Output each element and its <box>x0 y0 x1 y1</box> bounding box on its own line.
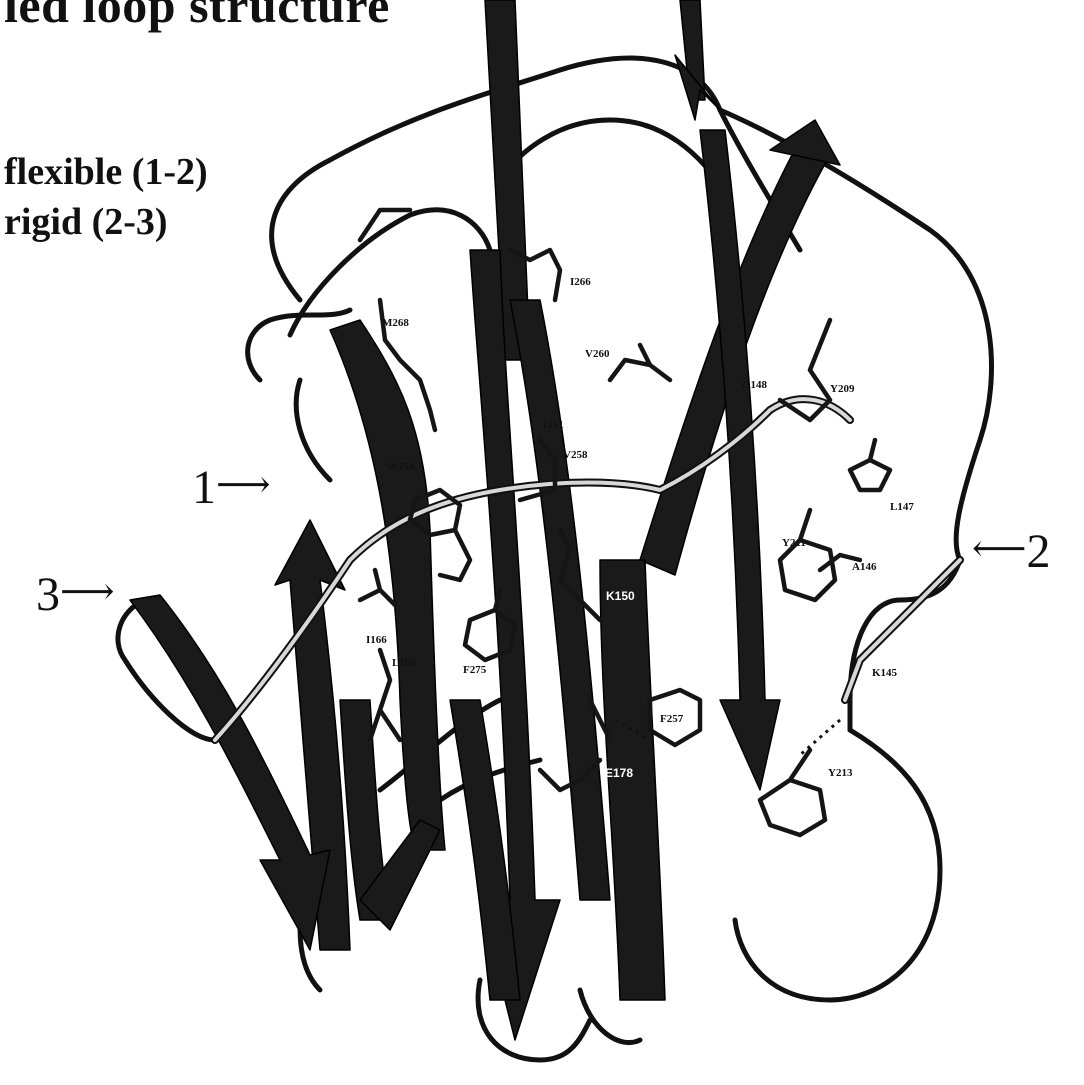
legend-rigid: rigid (2-3) <box>4 200 168 244</box>
marker-3: 3⟶ <box>36 567 114 622</box>
top-right-loop <box>720 110 992 560</box>
left-big-loop <box>296 380 330 480</box>
beta-strands <box>130 0 840 1040</box>
marker-2: ⟵2 <box>972 524 1050 579</box>
sidechain-m268-b <box>360 210 410 240</box>
label-i151: I151 <box>543 419 564 431</box>
arrow-left-icon: ⟵ <box>972 528 1026 570</box>
marker-2-number: 2 <box>1026 525 1050 578</box>
sidechain-l147 <box>850 440 890 490</box>
strand-right-diag-head <box>770 120 840 165</box>
label-y211: Y211 <box>782 537 806 549</box>
inner-top-loop <box>500 120 730 200</box>
sidechain-v260 <box>610 345 670 380</box>
label-y209: Y209 <box>830 383 855 395</box>
arrow-right-icon: ⟶ <box>60 571 114 613</box>
marker-1-number: 1 <box>192 461 216 514</box>
hbond-k145-y213 <box>800 720 840 755</box>
label-i166: I166 <box>366 634 387 646</box>
label-m268: M268 <box>382 317 409 329</box>
arrow-right-icon: ⟶ <box>216 464 270 506</box>
label-v258: V258 <box>563 449 588 461</box>
figure-title: led loop structure <box>4 0 390 34</box>
label-v260: V260 <box>585 348 610 360</box>
label-k150: K150 <box>606 589 635 603</box>
label-w154: W154 <box>387 461 415 473</box>
right-mid-loop <box>850 560 960 730</box>
sidechain-y209 <box>780 320 830 420</box>
label-k145: K145 <box>872 667 898 679</box>
marker-1: 1⟶ <box>192 460 270 515</box>
label-l147: L147 <box>890 501 914 513</box>
label-g148: G148 <box>742 379 768 391</box>
label-e178: E178 <box>605 766 633 780</box>
sidechain-i166 <box>360 570 395 605</box>
sidechain-y213 <box>760 750 825 835</box>
strand-center-k150 <box>600 560 665 1000</box>
label-y213: Y213 <box>828 767 853 779</box>
label-f257: F257 <box>660 713 684 725</box>
label-a146: A146 <box>852 561 877 573</box>
legend-flexible: flexible (1-2) <box>4 150 208 194</box>
label-i266: I266 <box>570 276 591 288</box>
label-l169: L169 <box>392 657 416 669</box>
marker-3-number: 3 <box>36 568 60 621</box>
sidechain-y211 <box>780 510 835 600</box>
label-f275: F275 <box>463 664 487 676</box>
